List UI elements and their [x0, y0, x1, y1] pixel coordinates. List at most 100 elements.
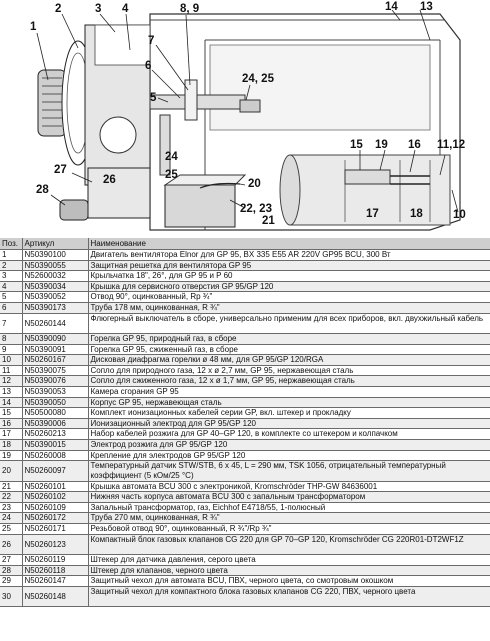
- row-pos: 16: [0, 418, 23, 430]
- callout-28: 28: [36, 184, 49, 196]
- row-article: N50260102: [22, 491, 89, 503]
- row-article: N50260101: [22, 481, 89, 493]
- row-name: Электрод розжига для GP 95/GP 120: [88, 439, 490, 451]
- callout-19: 19: [375, 139, 388, 151]
- row-article: N50260213: [22, 428, 89, 440]
- row-article: N50260118: [22, 565, 89, 577]
- row-pos: 24: [0, 512, 23, 525]
- callout-27: 27: [54, 164, 67, 176]
- callout-8-9: 8, 9: [180, 3, 199, 15]
- row-name: Труба 178 мм, оцинкованная, R ¾": [88, 302, 490, 314]
- row-name: Штекер для клапанов, черного цвета: [88, 565, 490, 577]
- row-pos: 17: [0, 428, 23, 440]
- callout-24-25: 24, 25: [242, 73, 275, 85]
- row-article: N50390053: [22, 386, 89, 398]
- callout-16: 16: [408, 139, 421, 151]
- row-pos: 20: [0, 460, 23, 482]
- row-pos: 23: [0, 502, 23, 514]
- row-name: Защитный чехол для автомата BCU, ПВХ, че…: [88, 575, 490, 587]
- row-pos: 4: [0, 281, 23, 293]
- row-pos: 6: [0, 302, 23, 314]
- row-name: Крепление для электродов GP 95/GP 120: [88, 450, 490, 462]
- row-name: Крыльчатка 18", 26°, для GP 95 и P 60: [88, 270, 490, 282]
- row-pos: 18: [0, 439, 23, 451]
- row-name: Сопло для сжиженного газа, 12 x ø 1,7 мм…: [88, 375, 490, 388]
- row-pos: 2: [0, 260, 23, 272]
- row-article: N50260172: [22, 512, 89, 525]
- row-article: N50260097: [22, 460, 89, 482]
- row-article: N50390050: [22, 397, 89, 409]
- row-name: Температурный датчик STW/STB, 6 x 45, L …: [88, 460, 490, 482]
- row-pos: 5: [0, 291, 23, 303]
- row-name: Двигатель вентилятора Elnor для GP 95, B…: [88, 249, 490, 261]
- row-pos: 13: [0, 386, 23, 398]
- row-pos: 27: [0, 554, 23, 566]
- callout-11-12: 11,12: [437, 139, 465, 151]
- callout-4: 4: [122, 3, 129, 15]
- callout-24: 24: [165, 151, 178, 163]
- row-pos: 8: [0, 333, 23, 345]
- row-pos: 7: [0, 313, 23, 335]
- callout-5: 5: [150, 92, 157, 104]
- row-name: Камера сгорания GP 95: [88, 386, 490, 398]
- row-article: N50390055: [22, 260, 89, 272]
- row-article: N50260147: [22, 575, 89, 587]
- row-article: N50500080: [22, 407, 89, 419]
- row-pos: 1: [0, 249, 23, 261]
- row-name: Флюгерный выключатель в сборе, универсал…: [88, 313, 490, 335]
- callout-14: 14: [385, 1, 398, 13]
- row-article: N50260144: [22, 313, 89, 335]
- exploded-view-drawing: 1 2 3 4 8, 9 7 6 5 24, 25 24 25 14 13 15…: [0, 0, 490, 238]
- heater-drawing-svg: 1 2 3 4 8, 9 7 6 5 24, 25 24 25 14 13 15…: [30, 1, 466, 231]
- row-name: Нижняя часть корпуса автомата BCU 300 с …: [88, 491, 490, 503]
- callout-1: 1: [30, 21, 37, 33]
- row-article: N50260008: [22, 450, 89, 462]
- callout-20: 20: [248, 178, 261, 190]
- row-article: N50260119: [22, 554, 89, 566]
- row-name: Защитный чехол для компактного блока газ…: [88, 586, 490, 608]
- row-name: Компактный блок газовых клапанов CG 220 …: [88, 534, 490, 556]
- row-name: Резьбовой отвод 90°, оцинкованный, R ¾"/…: [88, 523, 490, 535]
- header-pos: Поз.: [0, 238, 23, 250]
- row-pos: 29: [0, 575, 23, 587]
- callout-3: 3: [95, 3, 101, 15]
- row-article: N50260123: [22, 534, 89, 556]
- row-pos: 3: [0, 270, 23, 282]
- row-article: N50390076: [22, 375, 89, 388]
- row-pos: 21: [0, 481, 23, 493]
- row-name: Горелка GP 95, сжиженный газ, в сборе: [88, 344, 490, 356]
- callout-21: 21: [262, 215, 275, 227]
- callout-17: 17: [366, 208, 379, 220]
- row-name: Защитная решетка для вентилятора GP 95: [88, 260, 490, 272]
- callout-2: 2: [55, 3, 61, 15]
- callout-7: 7: [148, 35, 154, 47]
- row-pos: 11: [0, 365, 23, 377]
- row-article: N50390091: [22, 344, 89, 356]
- row-article: N50260109: [22, 502, 89, 514]
- row-name: Дисковая диафрагма горелки ø 48 мм, для …: [88, 354, 490, 366]
- row-name: Горелка GP 95, природный газ, в сборе: [88, 333, 490, 345]
